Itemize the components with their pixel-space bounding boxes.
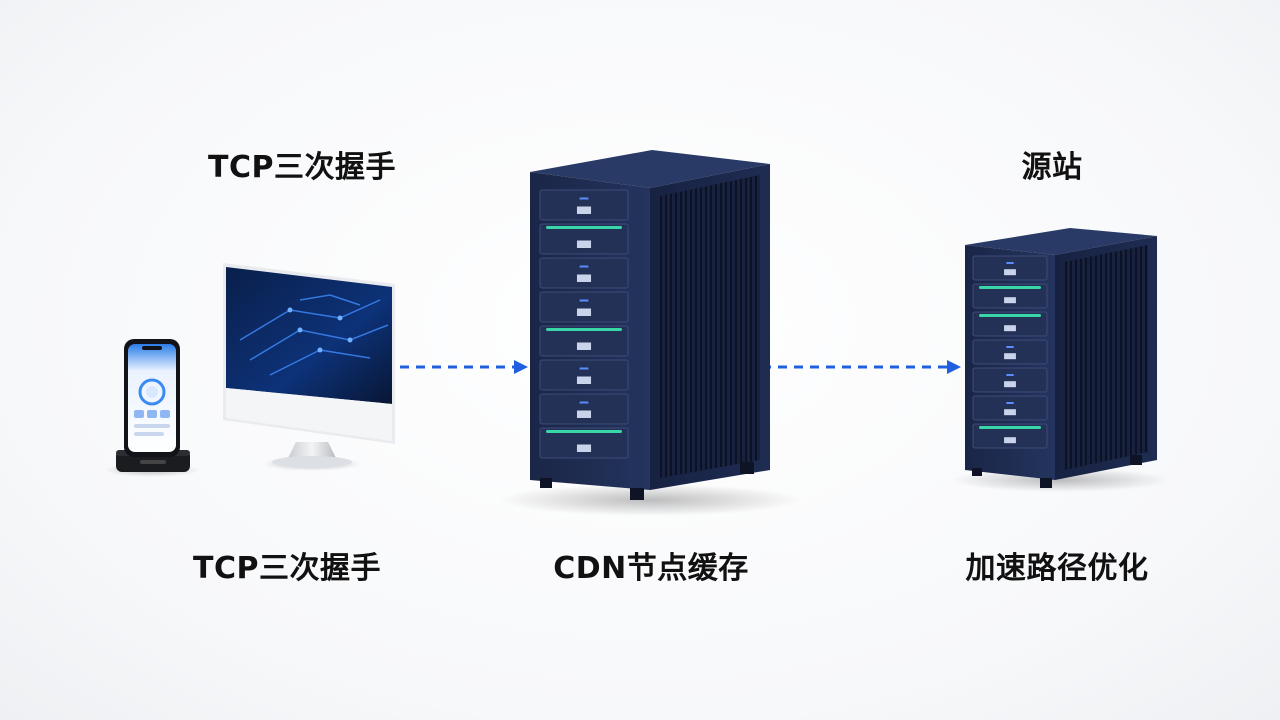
drive-label [1004,409,1016,416]
drive-bay [539,393,629,425]
activity-led [1006,346,1014,348]
drive-label [576,342,592,350]
drive-bay [539,359,629,391]
drive-bay [972,423,1048,449]
drive-label [1004,437,1016,444]
drive-bay [972,255,1048,281]
label-bottom-right: 加速路径优化 [965,551,1149,586]
activity-led [579,265,589,268]
drive-bay [972,395,1048,421]
drive-bay [972,311,1048,337]
status-led [546,328,622,331]
drive-label [1004,269,1016,276]
smartphone-icon [104,339,200,477]
drive-bay [972,339,1048,365]
activity-led [1006,262,1014,264]
server-rack-icon [500,150,800,516]
drive-label [576,206,592,214]
activity-led [1006,374,1014,376]
activity-led [579,197,589,200]
drive-label [576,240,592,248]
drive-label [576,308,592,316]
activity-led [579,299,589,302]
label-top-left: TCP三次握手 [208,150,396,185]
activity-led [579,401,589,404]
drive-label [576,444,592,452]
drive-label [1004,325,1016,332]
status-led [546,226,622,229]
drive-label [1004,381,1016,388]
status-led [546,430,622,433]
activity-led [579,367,589,370]
drive-label [576,274,592,282]
drive-bay [539,291,629,323]
drive-bay [539,223,629,255]
drive-bay [539,325,629,357]
status-led [979,286,1041,289]
status-led [979,314,1041,317]
drive-label [576,410,592,418]
drive-label [1004,353,1016,360]
drive-bay [539,189,629,221]
status-led [979,426,1041,429]
label-bottom-center: CDN节点缓存 [553,551,749,586]
label-top-right: 源站 [1021,150,1083,185]
monitor-icon [223,263,395,471]
drive-label [576,376,592,384]
label-bottom-left: TCP三次握手 [193,551,381,586]
activity-led [1006,402,1014,404]
drive-label [1004,297,1016,304]
drive-bay [539,427,629,459]
server-rack-icon [950,228,1170,492]
drive-bay [972,367,1048,393]
drive-bay [539,257,629,289]
drive-bay [972,283,1048,309]
